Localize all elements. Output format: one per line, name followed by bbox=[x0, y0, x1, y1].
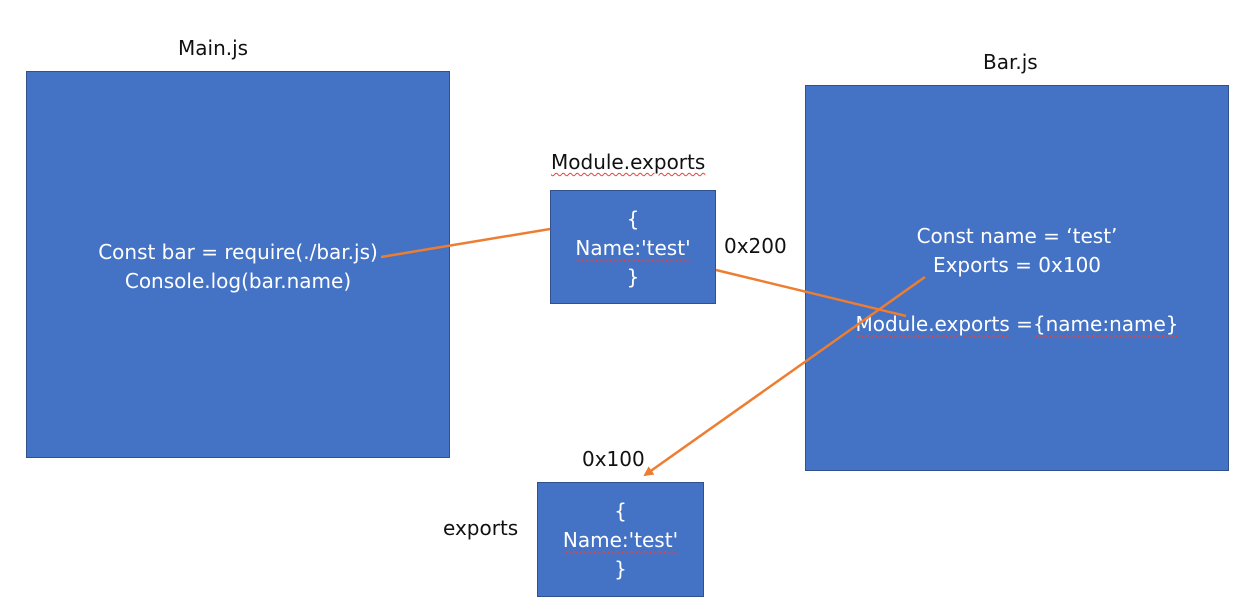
bar-js-title: Bar.js bbox=[983, 50, 1038, 74]
bar-js-code-line-3: Module.exports ={name:name} bbox=[806, 310, 1228, 339]
main-js-code-line-2: Console.log(bar.name) bbox=[124, 269, 352, 293]
exports-close-brace: } bbox=[614, 557, 627, 581]
exports-object-box: { Name:'test' } bbox=[537, 482, 704, 597]
exports-property: Name:'test' bbox=[538, 526, 703, 555]
exports-open-brace: { bbox=[614, 499, 627, 523]
bar-js-module-exports-token: Module.exports bbox=[855, 312, 1010, 336]
module-exports-title: Module.exports bbox=[551, 150, 705, 174]
main-js-code-line-1: Const bar = require(./bar.js) bbox=[98, 240, 378, 264]
module-exports-title-text: Module.exports bbox=[551, 150, 706, 174]
module-exports-property-text: Name:'test' bbox=[575, 236, 691, 260]
bar-js-code-line-1: Const name = ‘test’ bbox=[916, 224, 1118, 248]
exports-label: exports bbox=[443, 516, 519, 540]
bar-js-code-line-2: Exports = 0x100 bbox=[932, 253, 1102, 277]
bar-js-object-token: {name:name} bbox=[1032, 312, 1179, 336]
main-js-box: Const bar = require(./bar.js) Console.lo… bbox=[26, 71, 450, 458]
module-exports-property: Name:'test' bbox=[551, 234, 715, 263]
bar-js-assign-token: = bbox=[1009, 312, 1033, 336]
module-exports-object-box: { Name:'test' } bbox=[550, 190, 716, 304]
module-exports-open-brace: { bbox=[626, 207, 640, 231]
module-exports-close-brace: } bbox=[626, 265, 640, 289]
address-0x100-label: 0x100 bbox=[582, 447, 645, 471]
exports-property-text: Name:'test' bbox=[562, 528, 679, 552]
main-js-title: Main.js bbox=[178, 36, 249, 60]
bar-js-box: Const name = ‘test’ Exports = 0x100 Modu… bbox=[805, 85, 1229, 471]
address-0x200-label: 0x200 bbox=[724, 234, 787, 258]
